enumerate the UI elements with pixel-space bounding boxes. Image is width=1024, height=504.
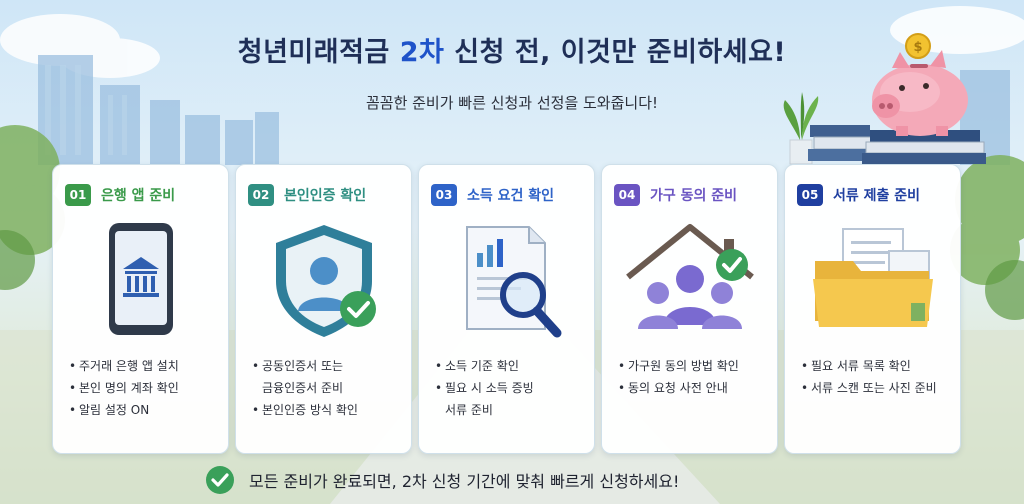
card-header: 02 본인인증 확인 <box>248 183 366 207</box>
checklist-cards: 01 은행 앱 준비 주거래 은행 앱 설치 본인 명의 계좌 확인 알림 설정… <box>52 164 972 454</box>
card-household-consent: 04 가구 동의 준비 가구원 동의 방법 확인 동의 요청 사전 안내 <box>601 164 778 454</box>
title-rest: 신청 전, 이것만 준비하세요! <box>454 37 787 68</box>
bullet-item: 알림 설정 ON <box>69 399 224 421</box>
footer-text: 모든 준비가 완료되면, 2차 신청 기간에 맞춰 빠르게 신청하세요! <box>249 472 680 491</box>
bullet-item: 주거래 은행 앱 설치 <box>69 355 224 377</box>
card-document-submission: 05 서류 제출 준비 필요 서류 목록 확인 서류 스캔 또는 사진 준비 <box>784 164 961 454</box>
bullet-item: 금융인증서 준비 <box>262 381 344 395</box>
card-bullets: 가구원 동의 방법 확인 동의 요청 사전 안내 <box>618 355 773 399</box>
bullet-item: 동의 요청 사전 안내 <box>618 377 773 399</box>
bullet-item: 본인인증 방식 확인 <box>252 399 407 421</box>
card-header: 01 은행 앱 준비 <box>65 183 175 207</box>
card-bank-app: 01 은행 앱 준비 주거래 은행 앱 설치 본인 명의 계좌 확인 알림 설정… <box>52 164 229 454</box>
card-identity-verification: 02 본인인증 확인 공동인증서 또는 금융인증서 준비 본인인증 방식 확인 <box>235 164 412 454</box>
card-title: 본인인증 확인 <box>284 188 367 204</box>
page-title: 청년미래적금 2차 신청 전, 이것만 준비하세요! <box>0 30 1024 69</box>
card-header: 05 서류 제출 준비 <box>797 183 920 207</box>
bullet-item: 필요 시 소득 증빙 <box>435 377 590 399</box>
bullet-item: 가구원 동의 방법 확인 <box>618 355 773 377</box>
card-header: 03 소득 요건 확인 <box>431 183 554 207</box>
page-subtitle: 꼼꼼한 준비가 빠른 신청과 선정을 도와줍니다! <box>365 94 659 112</box>
card-number: 03 <box>431 184 457 206</box>
card-number: 01 <box>65 184 91 206</box>
svg-text:$: $ <box>913 40 922 55</box>
folder-documents-icon <box>813 228 933 327</box>
card-number: 05 <box>797 184 823 206</box>
card-title: 서류 제출 준비 <box>833 188 921 204</box>
bullet-item: 공동인증서 또는 <box>252 355 407 377</box>
card-number: 02 <box>248 184 274 206</box>
card-header: 04 가구 동의 준비 <box>614 183 737 207</box>
title-lead: 청년미래적금 <box>237 37 390 68</box>
bank-phone-icon <box>109 223 173 335</box>
bullet-item: 서류 준비 <box>445 403 493 417</box>
card-number: 04 <box>614 184 640 206</box>
bullet-item: 필요 서류 목록 확인 <box>801 355 956 377</box>
card-title: 가구 동의 준비 <box>650 188 738 204</box>
card-bullets: 공동인증서 또는 금융인증서 준비 본인인증 방식 확인 <box>252 355 407 421</box>
bullet-item: 본인 명의 계좌 확인 <box>69 377 224 399</box>
card-title: 은행 앱 준비 <box>101 188 176 204</box>
document-search-icon <box>466 226 562 338</box>
card-bullets: 필요 서류 목록 확인 서류 스캔 또는 사진 준비 <box>801 355 956 399</box>
piggy-bank-illustration: $ <box>808 33 986 164</box>
check-circle-icon <box>206 466 234 494</box>
bullet-item: 서류 스캔 또는 사진 준비 <box>801 377 956 399</box>
family-house-icon <box>626 224 754 329</box>
card-income-requirement: 03 소득 요건 확인 소득 기준 확인 필요 시 소득 증빙 서류 준비 <box>418 164 595 454</box>
footer-message: 모든 준비가 완료되면, 2차 신청 기간에 맞춰 빠르게 신청하세요! <box>205 462 679 498</box>
title-accent: 2차 <box>399 37 445 68</box>
card-title: 소득 요건 확인 <box>467 188 555 204</box>
card-bullets: 주거래 은행 앱 설치 본인 명의 계좌 확인 알림 설정 ON <box>69 355 224 421</box>
shield-user-icon <box>276 225 376 337</box>
bullet-item: 소득 기준 확인 <box>435 355 590 377</box>
card-bullets: 소득 기준 확인 필요 시 소득 증빙 서류 준비 <box>435 355 590 421</box>
